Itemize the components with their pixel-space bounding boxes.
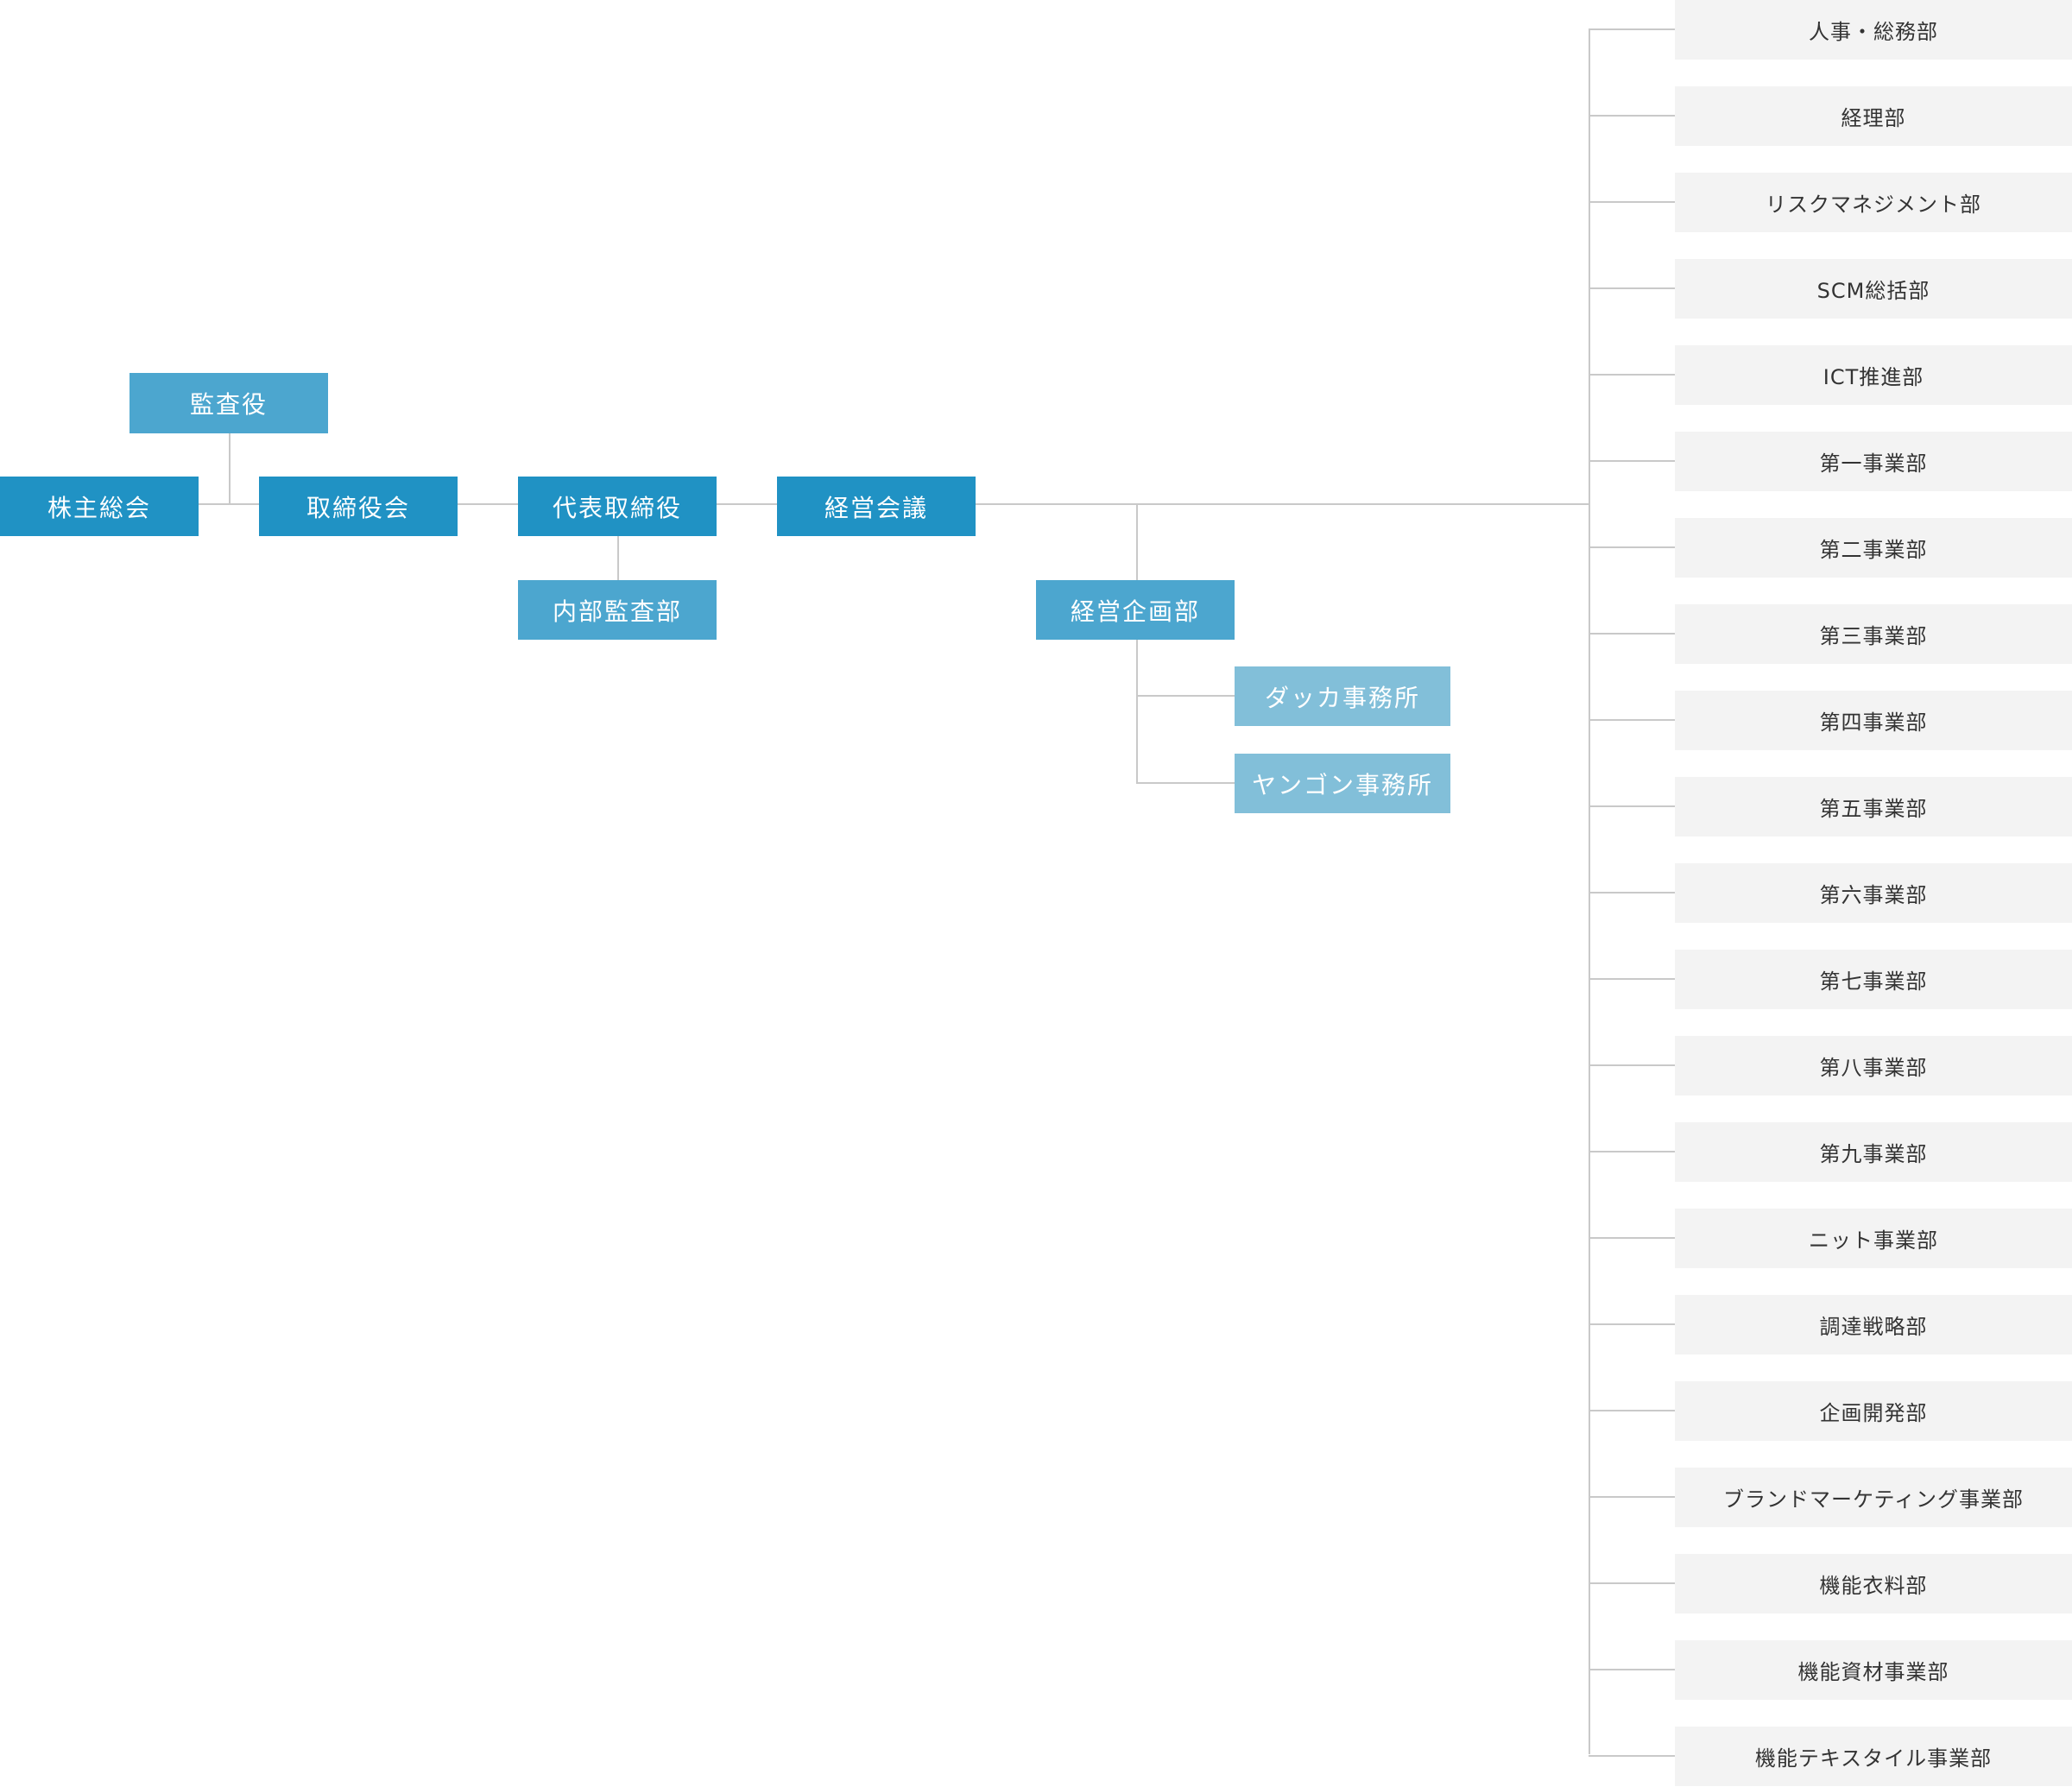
department-label: 人事・総務部	[1809, 20, 1938, 44]
yangon-office-box: ヤンゴン事務所	[1235, 754, 1450, 813]
department-label: 第二事業部	[1819, 538, 1928, 562]
connector-department	[1589, 892, 1675, 894]
department-item: 機能テキスタイル事業部	[1675, 1727, 2072, 1786]
department-label: 経理部	[1841, 106, 1906, 130]
department-label: 第一事業部	[1819, 451, 1928, 476]
department-label: リスクマネジメント部	[1766, 193, 1981, 217]
connector-department	[1589, 1237, 1675, 1239]
connector-department	[1589, 805, 1675, 807]
dhaka-office-label: ダッカ事務所	[1264, 683, 1420, 712]
department-label: 企画開発部	[1819, 1401, 1928, 1425]
connector-auditor	[229, 433, 231, 504]
department-item: 第六事業部	[1675, 863, 2072, 923]
corporate-planning-label: 経営企画部	[1070, 597, 1200, 626]
connector-department	[1589, 978, 1675, 980]
department-label: 第三事業部	[1819, 624, 1928, 648]
department-label: 調達戦略部	[1819, 1315, 1928, 1339]
connector-department	[1589, 1151, 1675, 1152]
department-item: リスクマネジメント部	[1675, 173, 2072, 232]
connector-management-trunk	[976, 503, 1590, 505]
department-item: 第八事業部	[1675, 1036, 2072, 1096]
management-meeting-label: 経営会議	[824, 493, 928, 522]
connector-department	[1589, 1582, 1675, 1584]
connector-department	[1589, 1323, 1675, 1325]
connector-department	[1589, 1064, 1675, 1066]
department-item: 第三事業部	[1675, 604, 2072, 664]
board-of-directors-label: 取締役会	[306, 493, 410, 522]
department-item: ブランドマーケティング事業部	[1675, 1468, 2072, 1527]
department-item: 人事・総務部	[1675, 0, 2072, 60]
connector-overseas-offices	[1136, 640, 1138, 784]
board-of-directors-box: 取締役会	[259, 477, 458, 536]
auditor-box: 監査役	[130, 373, 328, 433]
shareholders-meeting-box: 株主総会	[0, 477, 199, 536]
yangon-office-label: ヤンゴン事務所	[1251, 770, 1433, 799]
shareholders-meeting-label: 株主総会	[47, 493, 151, 522]
connector-department	[1589, 115, 1675, 117]
department-label: ブランドマーケティング事業部	[1722, 1487, 2025, 1512]
management-meeting-box: 経営会議	[777, 477, 976, 536]
department-label: SCM総括部	[1816, 279, 1930, 303]
connector-department	[1589, 1669, 1675, 1670]
department-item: SCM総括部	[1675, 259, 2072, 319]
connector-representative-management	[717, 503, 777, 505]
department-label: 第五事業部	[1819, 797, 1928, 821]
connector-department-spine	[1589, 28, 1590, 1754]
connector-shareholders-board	[199, 503, 259, 505]
connector-department	[1589, 546, 1675, 548]
department-label: 機能資材事業部	[1797, 1660, 1949, 1684]
dhaka-office-box: ダッカ事務所	[1235, 666, 1450, 726]
department-item: 第七事業部	[1675, 950, 2072, 1009]
corporate-planning-box: 経営企画部	[1036, 580, 1235, 640]
department-item: ICT推進部	[1675, 345, 2072, 405]
department-item: 経理部	[1675, 86, 2072, 146]
connector-department	[1589, 460, 1675, 462]
department-label: 機能衣料部	[1819, 1574, 1928, 1598]
department-label: 第九事業部	[1819, 1142, 1928, 1166]
department-label: 機能テキスタイル事業部	[1754, 1746, 1993, 1771]
connector-department	[1589, 28, 1675, 30]
connector-department	[1589, 374, 1675, 376]
connector-yangon-office	[1136, 782, 1235, 784]
department-label: ニット事業部	[1809, 1228, 1938, 1253]
department-item: 調達戦略部	[1675, 1295, 2072, 1354]
department-item: 第二事業部	[1675, 518, 2072, 578]
connector-department	[1589, 287, 1675, 289]
department-item: 機能衣料部	[1675, 1554, 2072, 1613]
department-item: 企画開発部	[1675, 1381, 2072, 1441]
department-label: 第六事業部	[1819, 883, 1928, 907]
department-item: 第五事業部	[1675, 777, 2072, 837]
department-item: 機能資材事業部	[1675, 1640, 2072, 1700]
connector-department	[1589, 1755, 1675, 1757]
connector-board-representative	[458, 503, 518, 505]
department-label: 第七事業部	[1819, 969, 1928, 994]
department-label: ICT推進部	[1822, 365, 1924, 389]
internal-audit-box: 内部監査部	[518, 580, 717, 640]
department-item: ニット事業部	[1675, 1209, 2072, 1268]
connector-dhaka-office	[1136, 695, 1235, 697]
representative-director-box: 代表取締役	[518, 477, 717, 536]
department-item: 第一事業部	[1675, 432, 2072, 491]
auditor-label: 監査役	[189, 390, 268, 419]
connector-department	[1589, 719, 1675, 721]
connector-department	[1589, 201, 1675, 203]
connector-internal-audit	[617, 536, 619, 581]
department-label: 第八事業部	[1819, 1056, 1928, 1080]
connector-department	[1589, 633, 1675, 635]
representative-director-label: 代表取締役	[552, 493, 682, 522]
connector-corporate-planning	[1136, 503, 1138, 581]
connector-department	[1589, 1496, 1675, 1498]
department-item: 第九事業部	[1675, 1122, 2072, 1182]
connector-department	[1589, 1410, 1675, 1411]
department-label: 第四事業部	[1819, 710, 1928, 735]
department-item: 第四事業部	[1675, 691, 2072, 750]
internal-audit-label: 内部監査部	[552, 597, 682, 626]
